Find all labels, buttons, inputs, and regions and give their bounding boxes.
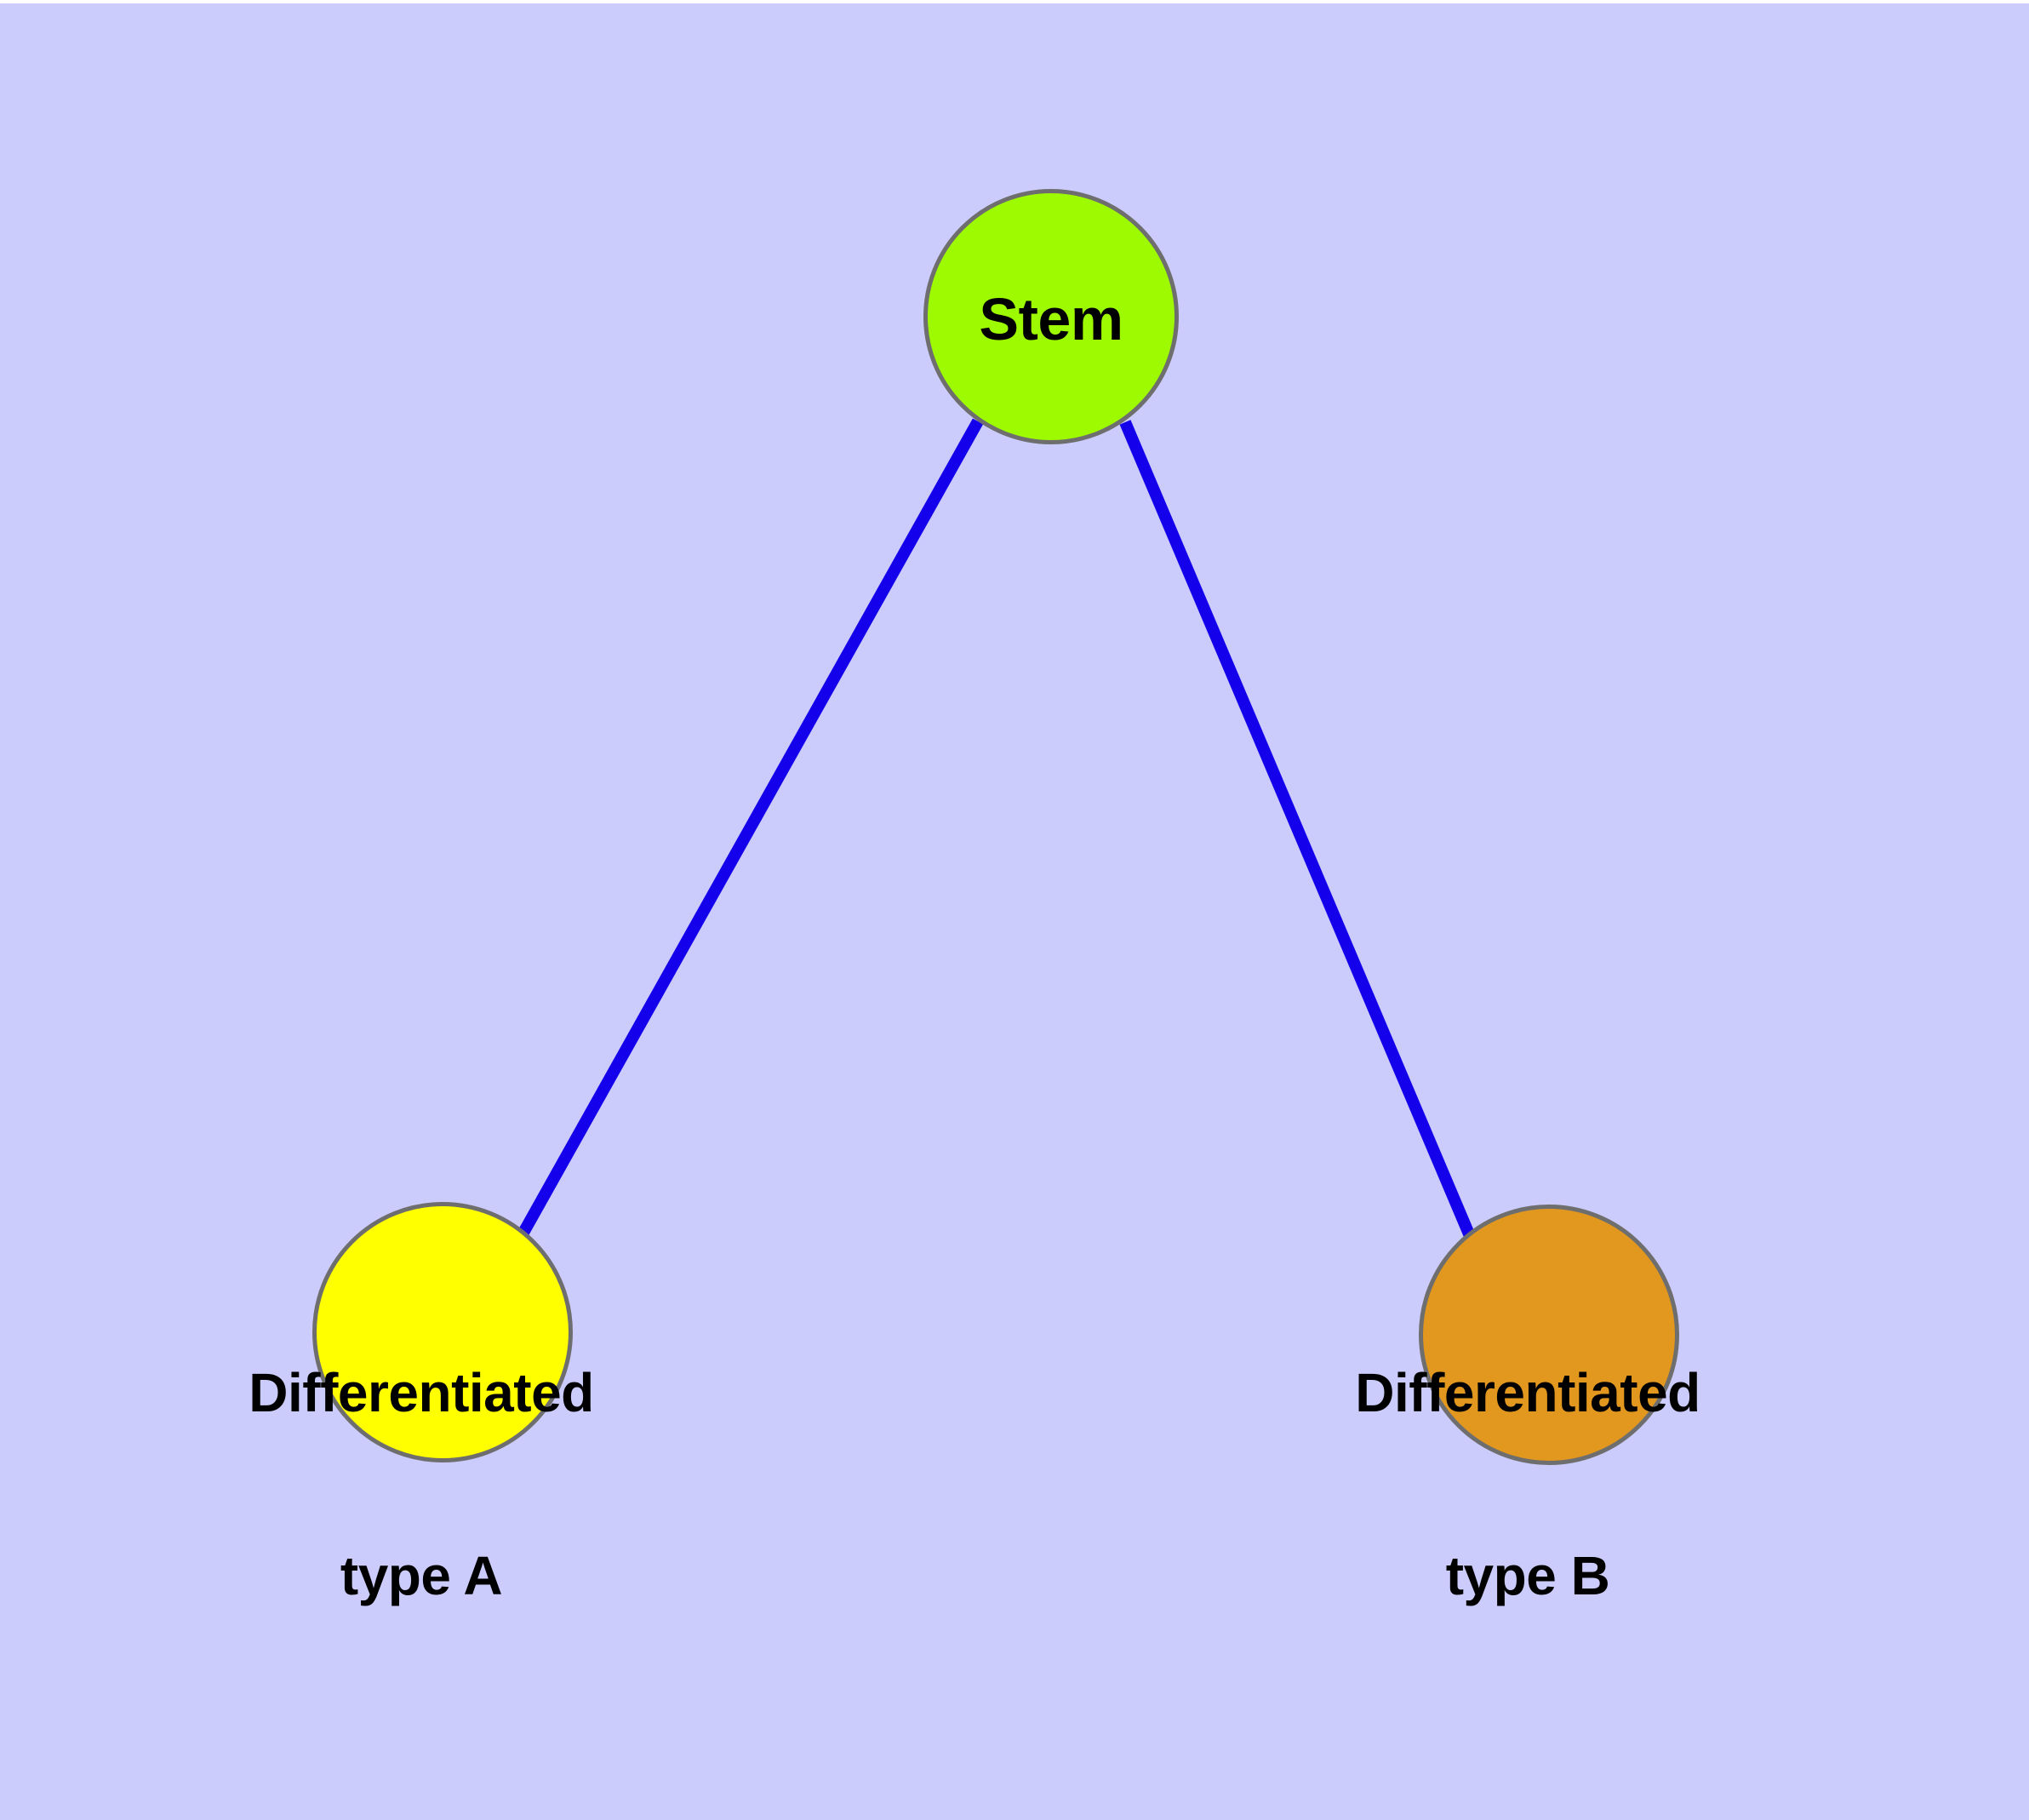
node-label-line-1: Differentiated <box>249 1362 594 1424</box>
edge-stem-to-differentiated-type-b <box>1119 420 1476 1239</box>
top-white-strip <box>0 0 2029 3</box>
node-stem[interactable] <box>923 189 1179 444</box>
node-differentiated-type-a[interactable] <box>312 1202 573 1462</box>
node-label-line-2: type B <box>1445 1545 1610 1607</box>
node-label-stem: Stem <box>979 286 1123 352</box>
node-label-differentiated-type-a: Differentiated type A <box>166 1241 677 1729</box>
node-label-line-2: type A <box>340 1545 503 1607</box>
node-differentiated-type-b[interactable] <box>1419 1205 1679 1465</box>
node-label-line-1: Differentiated <box>1355 1362 1700 1424</box>
edge-stem-to-differentiated-type-a <box>517 418 984 1236</box>
node-label-differentiated-type-b: Differentiated type B <box>1272 1241 1783 1729</box>
